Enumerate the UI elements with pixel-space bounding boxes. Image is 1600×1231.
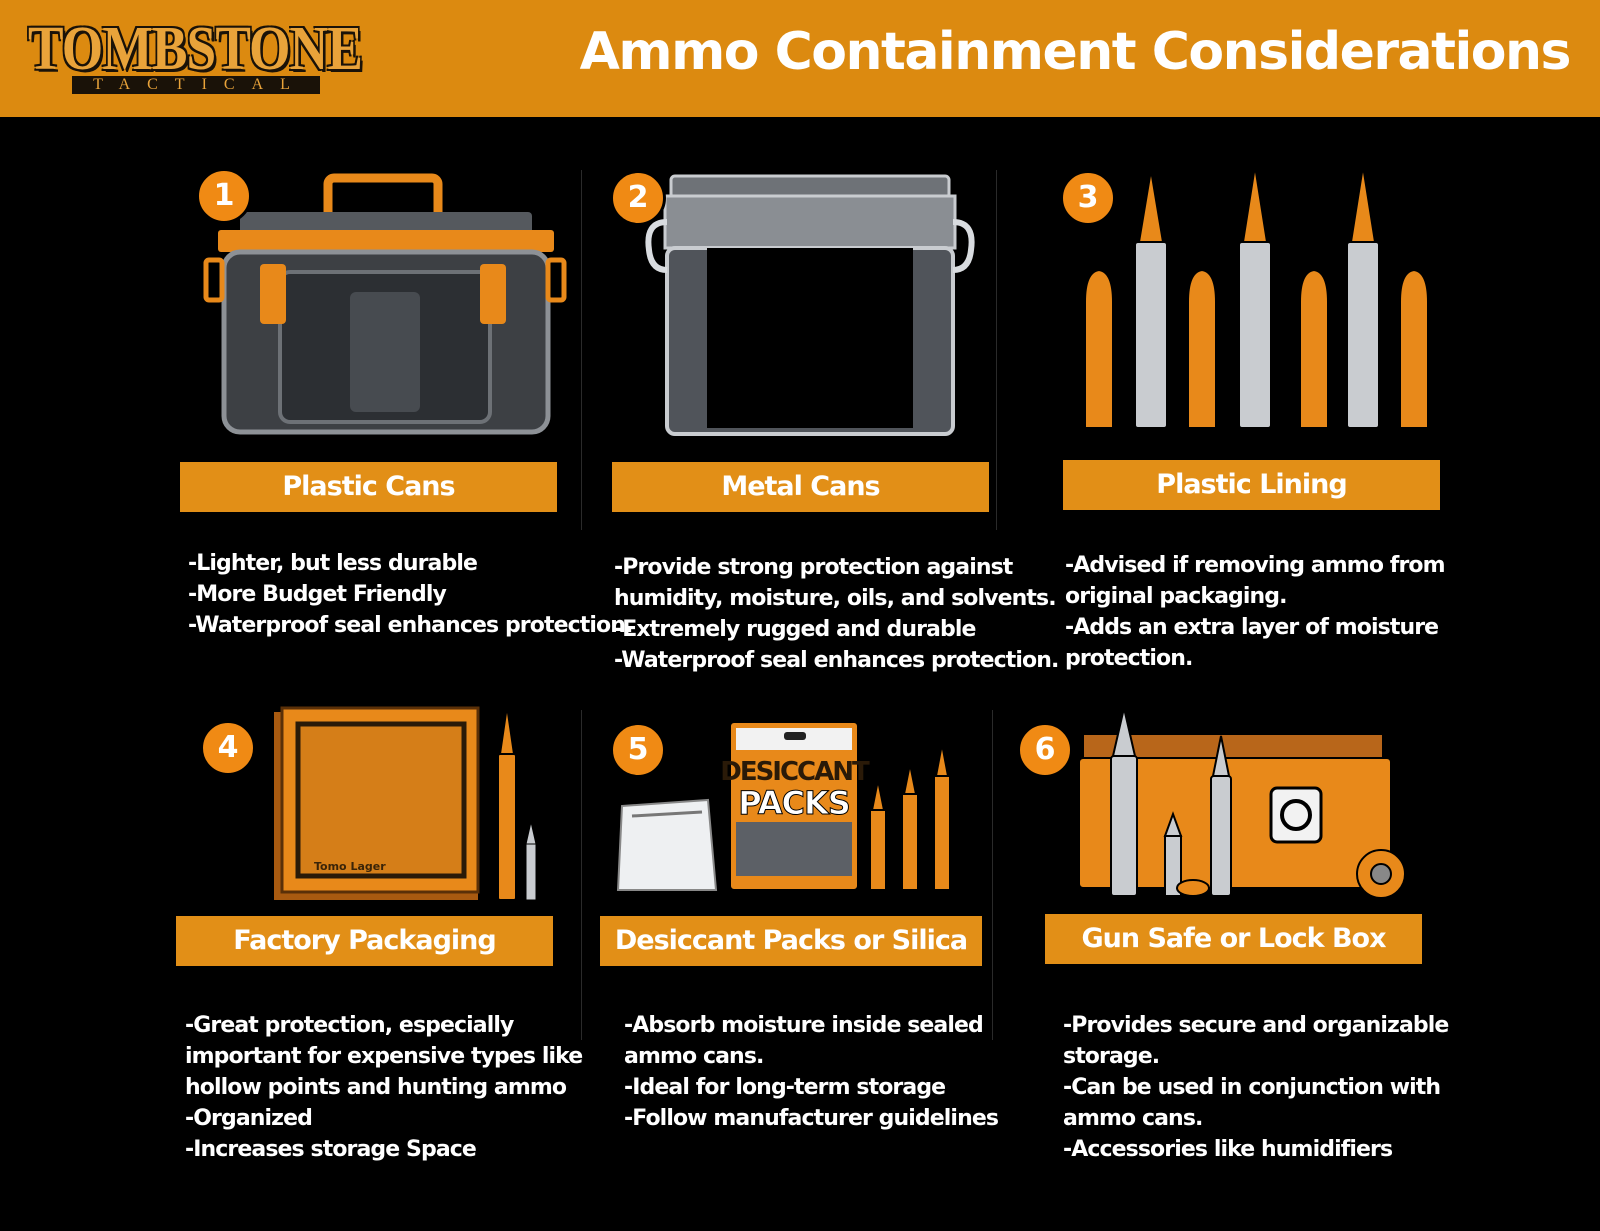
description-line: -Organized — [185, 1106, 313, 1131]
card-title: Factory Packaging — [176, 916, 553, 966]
description-line: -Provide strong protection against — [614, 555, 1013, 580]
column-divider — [992, 710, 993, 1040]
header-banner: TOMBSTONE TACTICAL Ammo Containment Cons… — [0, 0, 1600, 117]
description-line: -Provides secure and organizable — [1063, 1013, 1449, 1038]
card-description: -Provide strong protection against humid… — [614, 552, 1059, 676]
ammo-box-icon: Tomo Lager — [274, 705, 537, 901]
card-title: Plastic Lining — [1063, 460, 1440, 510]
step-number-badge: 1 — [196, 168, 252, 224]
description-line: -More Budget Friendly — [188, 582, 447, 607]
box-print-text: Tomo Lager — [314, 860, 386, 873]
description-line: ammo cans. — [624, 1044, 764, 1069]
card-description: -Advised if removing ammo from original … — [1065, 550, 1446, 674]
pack-text-line2: PACKS — [738, 784, 850, 822]
column-divider — [581, 710, 582, 1040]
logo-subtitle: TACTICAL — [72, 76, 320, 94]
description-line: -Lighter, but less durable — [188, 551, 478, 576]
step-number-badge: 3 — [1060, 170, 1116, 226]
pack-text-line1: DESICCANT — [720, 757, 870, 787]
column-divider — [996, 170, 997, 530]
step-number-badge: 5 — [610, 722, 666, 778]
card-title: Desiccant Packs or Silica — [600, 916, 982, 966]
description-line: storage. — [1063, 1044, 1160, 1069]
plastic-ammo-can-icon — [203, 173, 567, 435]
description-line: -Increases storage Space — [185, 1137, 477, 1162]
column-divider — [581, 170, 582, 530]
description-line: protection. — [1065, 646, 1193, 671]
card-description: -Lighter, but less durable -More Budget … — [188, 548, 633, 641]
description-line: -Can be used in conjunction with — [1063, 1075, 1441, 1100]
card-description: -Absorb moisture inside sealed ammo cans… — [624, 1010, 999, 1134]
page-title: Ammo Containment Considerations — [579, 22, 1572, 82]
card-title: Gun Safe or Lock Box — [1045, 914, 1422, 964]
description-line: -Adds an extra layer of moisture — [1065, 615, 1439, 640]
description-line: important for expensive types like — [185, 1044, 583, 1069]
card-title: Plastic Cans — [180, 462, 557, 512]
cartridges-icon — [1084, 165, 1429, 429]
description-line: -Ideal for long-term storage — [624, 1075, 946, 1100]
description-line: -Waterproof seal enhances protection. — [614, 648, 1059, 673]
description-line: -Follow manufacturer guidelines — [624, 1106, 999, 1131]
brand-logo: TOMBSTONE TACTICAL — [28, 14, 363, 100]
description-line: -Waterproof seal enhances protection. — [188, 613, 633, 638]
metal-ammo-can-icon — [645, 174, 975, 436]
description-line: -Accessories like humidifiers — [1063, 1137, 1393, 1162]
description-line: ammo cans. — [1063, 1106, 1203, 1131]
step-number-badge: 4 — [200, 720, 256, 776]
logo-wordmark: TOMBSTONE — [28, 15, 363, 83]
description-line: original packaging. — [1065, 584, 1287, 609]
card-description: -Great protection, especially important … — [185, 1010, 583, 1165]
desiccant-pack-icon: DESICCANT PACKS — [616, 721, 951, 891]
description-line: -Great protection, especially — [185, 1013, 514, 1038]
step-number-badge: 6 — [1017, 722, 1073, 778]
description-line: hollow points and hunting ammo — [185, 1075, 567, 1100]
card-title: Metal Cans — [612, 462, 989, 512]
description-line: -Absorb moisture inside sealed — [624, 1013, 984, 1038]
step-number-badge: 2 — [610, 170, 666, 226]
description-line: -Extremely rugged and durable — [614, 617, 976, 642]
lock-box-icon — [1078, 707, 1406, 899]
description-line: -Advised if removing ammo from — [1065, 553, 1446, 578]
description-line: humidity, moisture, oils, and solvents. — [614, 586, 1057, 611]
card-description: -Provides secure and organizable storage… — [1063, 1010, 1449, 1165]
